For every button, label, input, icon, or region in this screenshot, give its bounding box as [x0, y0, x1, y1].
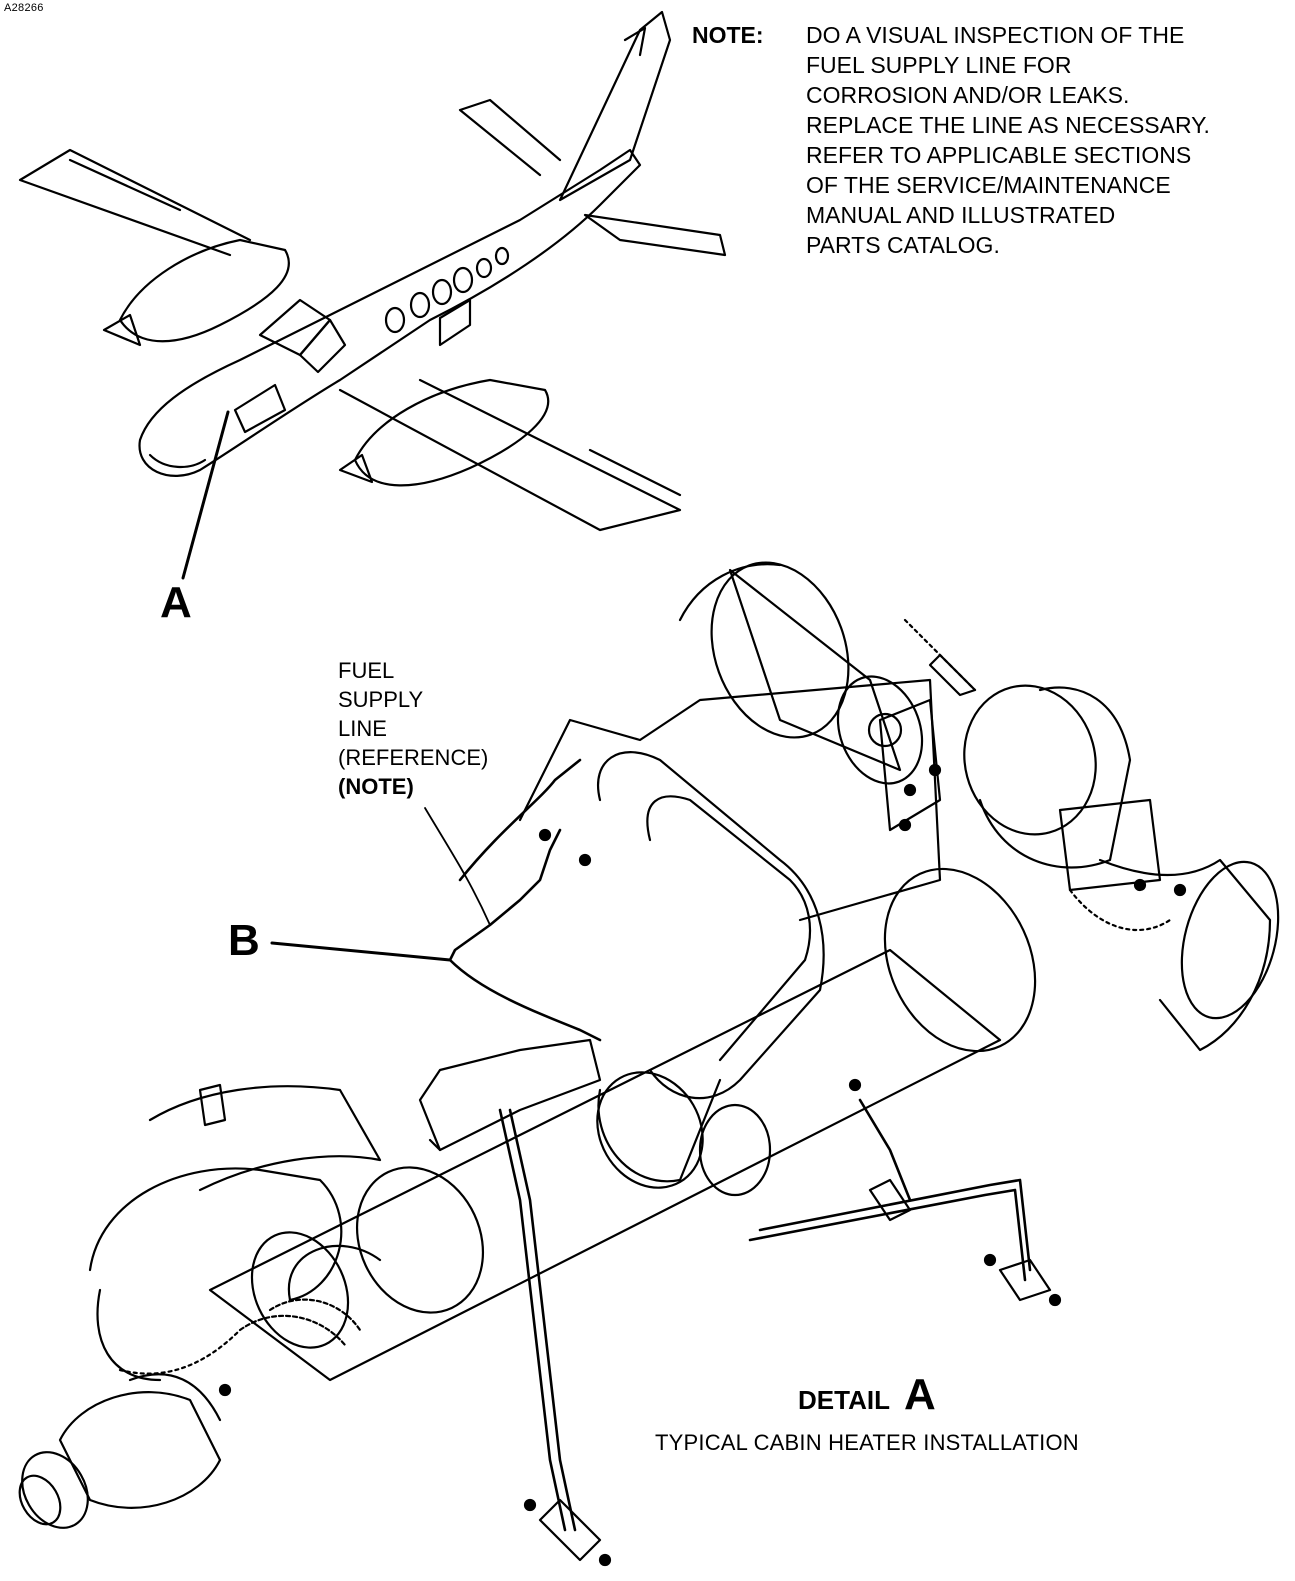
detail-letter: A: [903, 1370, 936, 1419]
fuel-supply-line-label: FUEL SUPPLY LINE (REFERENCE) (NOTE): [338, 656, 488, 801]
fuel-label-note-ref: (NOTE): [338, 774, 414, 799]
note-line: CORROSION AND/OR LEAKS.: [806, 82, 1130, 108]
note-line: OF THE SERVICE/MAINTENANCE: [806, 172, 1171, 198]
fuel-label-line: FUEL: [338, 658, 395, 683]
detail-caption: TYPICAL CABIN HEATER INSTALLATION: [655, 1430, 1079, 1455]
fuel-label-line: (REFERENCE): [338, 745, 489, 770]
note-line: PARTS CATALOG.: [806, 232, 1000, 258]
detail-title: DETAIL A: [798, 1370, 936, 1420]
cabin-heater-illustration: [18, 561, 1280, 1567]
inspection-note: NOTE: DO A VISUAL INSPECTION OF THE FUEL…: [692, 20, 1210, 260]
figure-id: A28266: [4, 2, 44, 14]
note-line: REPLACE THE LINE AS NECESSARY.: [806, 112, 1210, 138]
airplane-illustration: [18, 10, 727, 580]
note-line: DO A VISUAL INSPECTION OF THE: [806, 22, 1185, 48]
note-text: DO A VISUAL INSPECTION OF THE FUEL SUPPL…: [806, 20, 1210, 260]
detail-word: DETAIL: [798, 1385, 890, 1415]
fuel-label-line: LINE: [338, 716, 387, 741]
fuel-label-line: SUPPLY: [338, 687, 424, 712]
note-line: FUEL SUPPLY LINE FOR: [806, 52, 1072, 78]
note-line: REFER TO APPLICABLE SECTIONS: [806, 142, 1192, 168]
note-line: MANUAL AND ILLUSTRATED: [806, 202, 1116, 228]
note-label: NOTE:: [692, 22, 764, 48]
callout-a: A: [160, 578, 192, 627]
callout-b: B: [228, 916, 260, 965]
